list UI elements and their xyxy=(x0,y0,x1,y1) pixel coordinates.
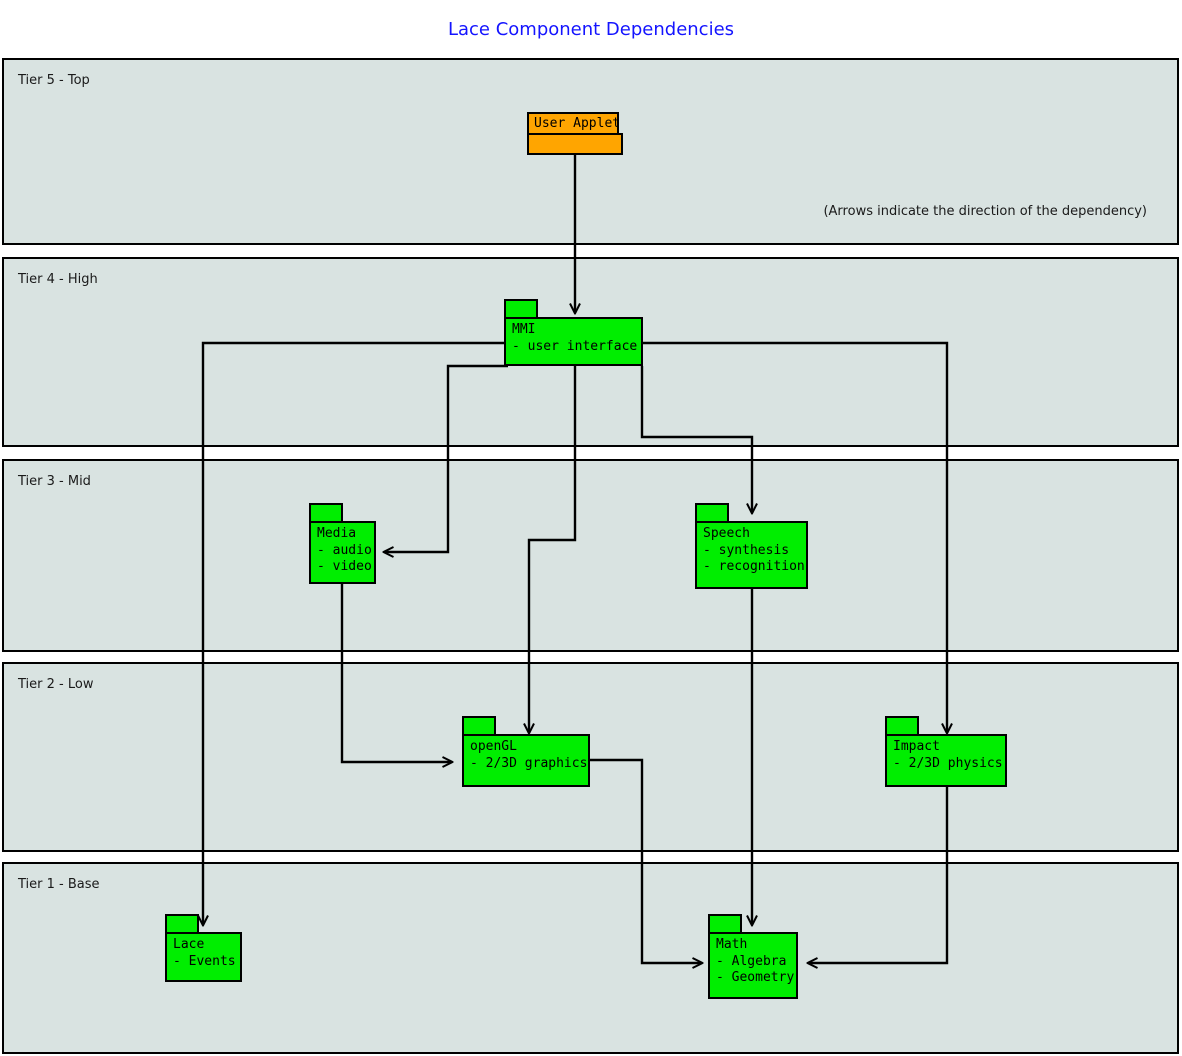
package-tab-icon xyxy=(165,914,199,934)
tier-3-mid: Tier 3 - Mid xyxy=(2,459,1179,652)
package-opengl-text: openGL - 2/3D graphics xyxy=(462,734,590,787)
package-media[interactable]: Media - audio - video xyxy=(309,503,376,584)
package-opengl[interactable]: openGL - 2/3D graphics xyxy=(462,716,590,787)
package-impact-text: Impact - 2/3D physics xyxy=(885,734,1007,787)
tier-label: Tier 1 - Base xyxy=(18,877,100,892)
package-user-applet[interactable]: User Applet xyxy=(527,112,623,155)
package-math[interactable]: Math - Algebra - Geometry xyxy=(708,914,798,999)
package-user-applet-body xyxy=(527,133,623,155)
package-tab-icon xyxy=(885,716,919,736)
page-title: Lace Component Dependencies xyxy=(447,19,735,40)
package-lace-text: Lace - Events xyxy=(165,932,242,982)
package-lace[interactable]: Lace - Events xyxy=(165,914,242,982)
tier-label: Tier 4 - High xyxy=(18,272,98,287)
tier-label: Tier 5 - Top xyxy=(18,73,90,88)
tier-label: Tier 2 - Low xyxy=(18,677,94,692)
package-math-text: Math - Algebra - Geometry xyxy=(708,932,798,999)
package-tab-icon xyxy=(504,299,538,319)
tier-label: Tier 3 - Mid xyxy=(18,474,91,489)
package-user-applet-label: User Applet xyxy=(527,112,620,135)
package-tab-icon xyxy=(462,716,496,736)
arrow-direction-note: (Arrows indicate the direction of the de… xyxy=(823,204,1147,219)
package-tab-icon xyxy=(695,503,729,523)
package-mmi-text: MMI - user interface xyxy=(504,317,643,366)
package-mmi[interactable]: MMI - user interface xyxy=(504,299,643,366)
package-impact[interactable]: Impact - 2/3D physics xyxy=(885,716,1007,787)
package-tab-icon xyxy=(309,503,343,523)
package-speech-text: Speech - synthesis - recognition xyxy=(695,521,808,589)
package-speech[interactable]: Speech - synthesis - recognition xyxy=(695,503,808,589)
package-tab-icon xyxy=(708,914,742,934)
package-media-text: Media - audio - video xyxy=(309,521,376,584)
